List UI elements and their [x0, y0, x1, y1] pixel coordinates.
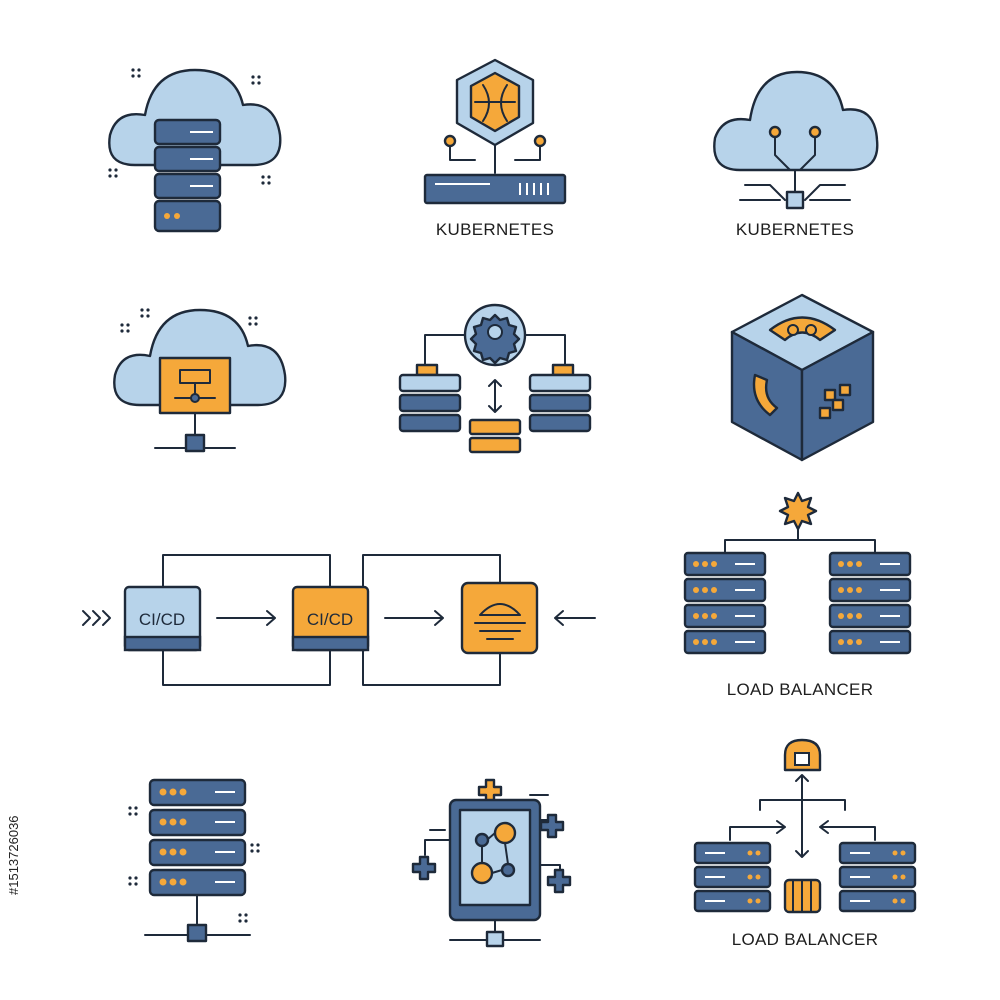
cicd-pipeline-icon: CI/CD CI/CD — [75, 545, 605, 690]
load-balancer-icon — [680, 485, 915, 665]
isometric-cube-icon — [725, 290, 880, 465]
load-balancer-routing-icon — [690, 735, 920, 925]
load-balancer-label-1: LOAD BALANCER — [726, 680, 874, 699]
cloud-server-icon — [95, 55, 295, 245]
load-balancer-label-2: LOAD BALANCER — [731, 930, 879, 949]
tablet-network-icon — [410, 775, 580, 950]
cicd-label-1: CI/CD — [139, 610, 185, 629]
server-rack-icon — [115, 770, 275, 950]
container-sync-icon — [395, 300, 595, 460]
kubernetes-label-2: KUBERNETES — [735, 220, 855, 239]
kubernetes-label-1: KUBERNETES — [435, 220, 555, 239]
kubernetes-cloud-icon — [705, 60, 885, 215]
stock-id-text: #1513726036 — [6, 815, 21, 895]
kubernetes-hexagon-icon — [415, 55, 575, 215]
cloud-network-icon — [100, 290, 300, 460]
cicd-label-2: CI/CD — [307, 610, 353, 629]
